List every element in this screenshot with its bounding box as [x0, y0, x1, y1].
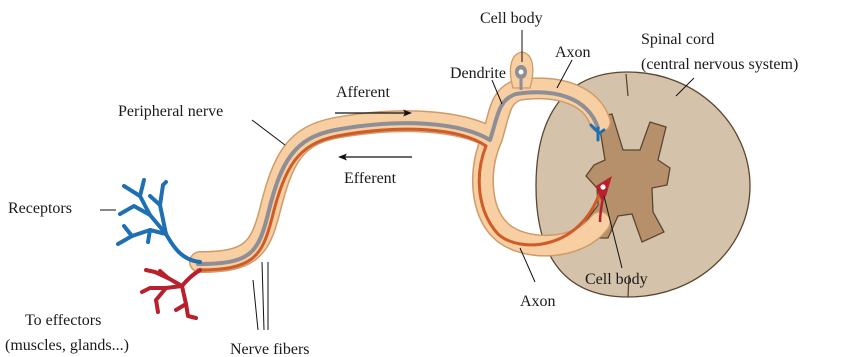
sensory-cell-body	[515, 65, 527, 79]
sensory-cell-nucleus	[519, 70, 524, 75]
label-receptors: Receptors	[8, 200, 72, 217]
label-axon-bottom: Axon	[520, 293, 556, 310]
label-cell-body-top: Cell body	[480, 10, 543, 27]
efferent-arrow	[338, 154, 412, 161]
motor-cell-nucleus	[600, 184, 605, 189]
label-effectors-examples: (muscles, glands...)	[5, 337, 129, 354]
spinal-cord	[536, 72, 750, 297]
label-efferent: Efferent	[344, 170, 397, 187]
label-spinal-cord-sub: (central nervous system)	[641, 56, 798, 73]
label-spinal-cord: Spinal cord	[641, 31, 714, 48]
label-afferent: Afferent	[336, 84, 390, 101]
label-dendrite: Dendrite	[450, 65, 506, 82]
label-cell-body-bottom: Cell body	[585, 271, 648, 288]
effector-branches	[142, 270, 200, 318]
receptor-branches	[118, 180, 200, 262]
label-peripheral-nerve: Peripheral nerve	[118, 103, 223, 120]
label-nerve-fibers: Nerve fibers	[230, 341, 310, 357]
label-to-effectors: To effectors	[25, 312, 101, 329]
label-axon-top: Axon	[555, 44, 591, 61]
